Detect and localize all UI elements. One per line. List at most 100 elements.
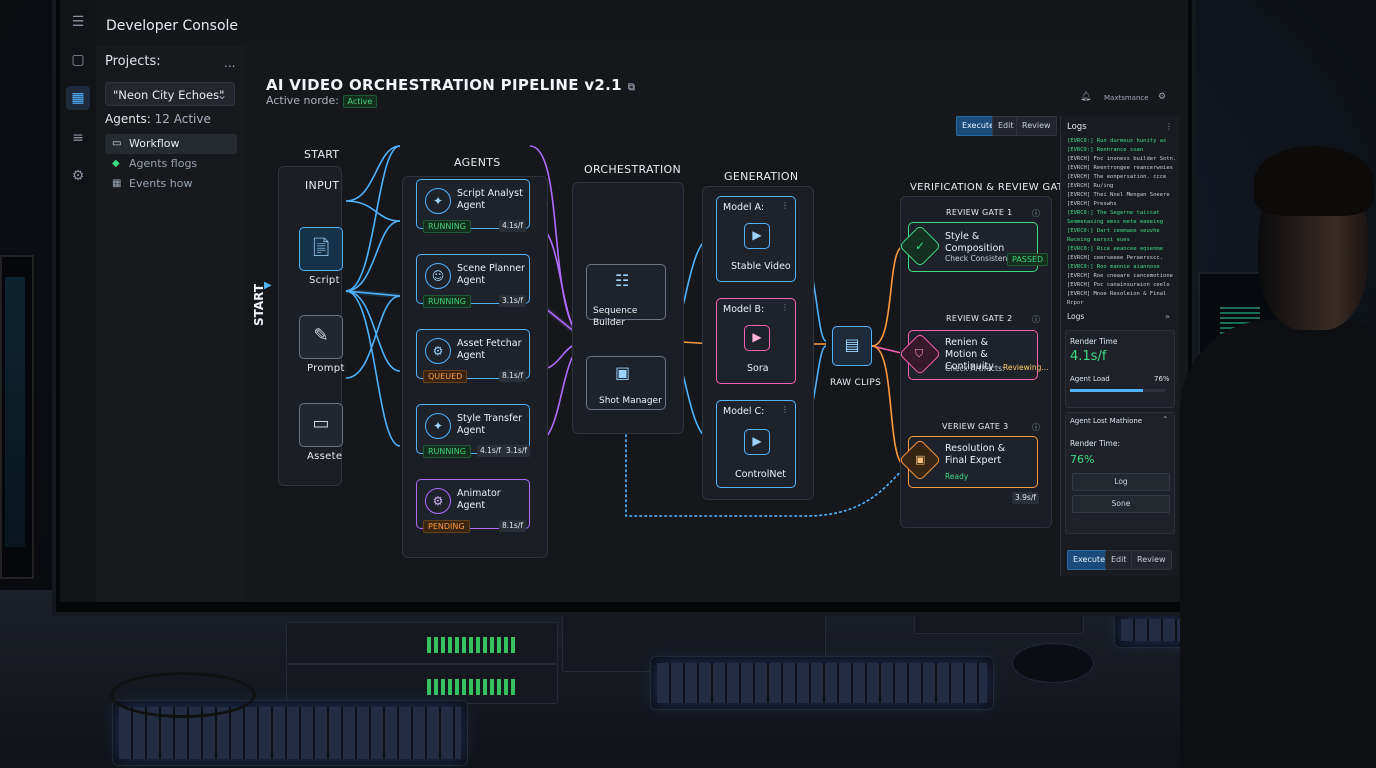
log-line: [EVRCH] Poc canainsuraion ceelo (1067, 282, 1170, 288)
active-node-label: Active norde: (266, 94, 340, 107)
agent-node-animator[interactable]: ⚙ Animator Agent PENDING 8.1s/f (416, 479, 530, 533)
gate-title: Renien & (945, 337, 988, 348)
sidebar-item-events[interactable]: ▦ Events how (105, 174, 237, 194)
edit-button-bottom[interactable]: Edit (1105, 550, 1133, 570)
raw-clips-icon[interactable]: ▤ (832, 326, 872, 366)
agent-node-asset-fetcher[interactable]: ⚙ Asset Fetchar Agent QUEUED 8.1s/f (416, 329, 530, 383)
agent-node-script-analyst[interactable]: ✦ Script Analyst Agent RUNNING 4.1s/f (416, 179, 530, 233)
model-a-node[interactable]: Model A: ⋮ ▶ Stable Video (716, 196, 796, 282)
review-button-bottom[interactable]: Review (1131, 550, 1172, 570)
agent-name-suffix: Agent (457, 200, 486, 211)
pipeline-canvas: AI VIDEO ORCHESTRATION PIPELINE v2.1⧉ Ac… (246, 46, 1188, 602)
status-badge: RUNNING (423, 445, 471, 458)
log-line: [EVRC0:] The Segerne taicsat (1067, 210, 1160, 216)
gate-title-line2: Final Expert (945, 455, 1002, 466)
column-title-orchestration: ORCHESTRATION (584, 163, 681, 176)
review-gate-1-node[interactable]: ✓ Style & Composition Check Consistency.… (898, 222, 1049, 272)
agent-node-style-transfer[interactable]: ✦ Style Transfer Agent RUNNING 4.1s/f 3.… (416, 404, 531, 458)
folder-icon: ▭ (112, 138, 122, 149)
sidebar-item-workflow[interactable]: ▭ Workflow (105, 134, 237, 154)
agent-metric: 8.1s/f (499, 370, 527, 382)
agent-name: Style Transfer (457, 413, 523, 424)
video-icon: ▶ (744, 325, 770, 351)
ai-chip-icon: ✦ (425, 188, 451, 214)
gate-title: Style & Composition (945, 231, 1005, 254)
execute-button[interactable]: Execute (956, 116, 1000, 136)
agent-metric: 8.1s/f (499, 520, 527, 532)
column-title-generation: GENERATION (724, 170, 799, 183)
expand-icon[interactable]: » (1165, 312, 1170, 321)
agent-name-suffix: Agent (457, 350, 486, 361)
log-line: [EVRCH] The eonpersation. ccce (1067, 174, 1167, 180)
column-title-start: START (304, 148, 340, 161)
model-c-node[interactable]: Model C: ⋮ ▶ ControlNet (716, 400, 796, 488)
check-icon: ✓ (915, 239, 926, 253)
external-link-icon[interactable]: ⧉ (627, 82, 636, 93)
shot-manager-node[interactable]: ▣ Shot Manager (586, 356, 666, 410)
server-unit-bottom (286, 664, 558, 704)
script-input-icon[interactable]: 📄︎ (299, 227, 343, 271)
agent-status-card: Agent Lost Mathione ⌃ Render Time: 76% L… (1065, 412, 1175, 534)
menu-icon[interactable]: ☰ (71, 14, 85, 30)
log-button[interactable]: Log (1072, 473, 1170, 491)
logs-footer-label: Logs (1067, 312, 1085, 321)
log-line: [EVRC0:] Renhrance soan (1067, 147, 1144, 153)
app-title: Developer Console (106, 18, 239, 34)
image-icon: ▣ (915, 453, 926, 466)
input-panel: INPUT 📄︎ Script ✎ Prompt ▭ Assete (278, 166, 345, 486)
model-name: ControlNet (735, 469, 787, 480)
list-icon[interactable]: ≡ (72, 130, 84, 146)
info-icon[interactable]: ⓘ (1032, 423, 1040, 432)
more-icon[interactable]: ⋮ (781, 405, 789, 414)
gate-title-line2: Motion & Continuity (945, 349, 994, 372)
more-icon[interactable]: ⋮ (781, 201, 789, 210)
more-icon[interactable]: ⋮ (1165, 122, 1173, 131)
review-gate-2-node[interactable]: ⛉ Renien & Motion & Continuity Check Art… (898, 330, 1049, 380)
assets-input-icon[interactable]: ▭ (299, 403, 343, 447)
agent-metric: 3.1s/f (499, 295, 527, 307)
project-select-value: "Neon City Echoes" (113, 88, 225, 102)
shield-icon: ⛉ (915, 347, 924, 360)
person-silhouette (1180, 140, 1376, 768)
more-icon[interactable]: ... (224, 56, 236, 70)
sequence-builder-label: Sequence Builder (593, 306, 638, 328)
agent-name: Script Analyst (457, 188, 523, 199)
review-button[interactable]: Review (1016, 116, 1057, 136)
more-icon[interactable]: ⋮ (781, 303, 789, 312)
log-line: [EVRCH] Foc inoness builder Sotn. (1067, 156, 1177, 162)
log-line: [EVRC0:] Run durmeus hunity as (1067, 138, 1167, 144)
column-title-verification: VERIFICATION & REVIEW GATES (910, 182, 1077, 193)
document-icon[interactable]: ▢ (71, 52, 85, 68)
gear-icon[interactable]: ⚙ (1158, 92, 1167, 102)
cog-icon: ⚙ (425, 338, 451, 364)
gate-title: Resolution & (945, 443, 1006, 454)
bell-icon[interactable]: 🔔︎ (1080, 92, 1092, 102)
dashboard-icon[interactable]: ▦ (66, 86, 90, 110)
model-b-node[interactable]: Model B: ⋮ ▶ Sora (716, 298, 796, 384)
chevron-up-icon[interactable]: ⌃ (1162, 415, 1169, 424)
log-line: [EVRCH] Roe cneaare cancemotione (1067, 273, 1173, 279)
log-line: [EVRC0:] Roo mannie aiannose (1067, 264, 1160, 270)
gate-subtitle: Check Artifacts: (945, 364, 1005, 373)
agent-node-scene-planner[interactable]: ☺ Scene Planner Agent RUNNING 3.1s/f (416, 254, 530, 308)
prompt-input-label: Prompt (307, 363, 345, 374)
status-badge: RUNNING (423, 220, 471, 233)
sone-button[interactable]: Sone (1072, 495, 1170, 513)
log-line: [EVRC0:] Rice eeancee eqsenme (1067, 246, 1164, 252)
chevron-down-icon: ⌄ (217, 88, 227, 102)
icon-rail: ☰ ▢ ▦ ≡ ⚙ (60, 0, 97, 602)
project-select[interactable]: "Neon City Echoes" ⌄ (105, 82, 235, 106)
info-icon[interactable]: ⓘ (1032, 209, 1040, 218)
logs-title: Logs (1067, 122, 1087, 132)
review-gate-3-node[interactable]: ▣ Resolution & Final Expert Ready (898, 436, 1038, 488)
agents-label: Agents: (105, 112, 151, 126)
sidebar-item-agents-logs[interactable]: ◆ Agents flogs (105, 154, 237, 174)
sequence-builder-node[interactable]: ☷ Sequence Builder (586, 264, 666, 328)
agent-name: Asset Fetchar (457, 338, 522, 349)
agent-load-track (1070, 389, 1166, 392)
info-icon[interactable]: ⓘ (1032, 315, 1040, 324)
agent-metric-secondary: 3.1s/f (503, 445, 531, 457)
settings-icon[interactable]: ⚙ (71, 168, 85, 184)
main-monitor: ☰ ▢ ▦ ≡ ⚙ Developer Console Projects: ..… (52, 0, 1196, 616)
prompt-input-icon[interactable]: ✎ (299, 315, 343, 359)
